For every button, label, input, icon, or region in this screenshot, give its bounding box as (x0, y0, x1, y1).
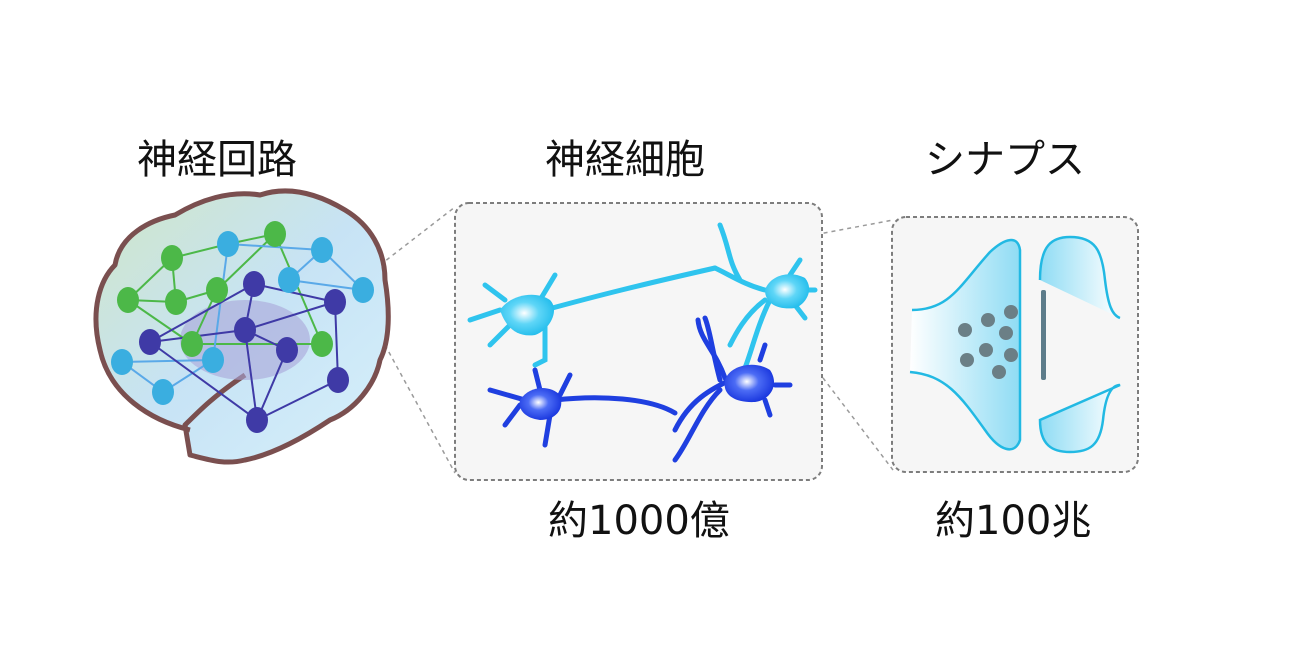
title-synapse: シナプス (925, 137, 1085, 183)
synapse-panel (891, 216, 1139, 473)
neuron-light-1 (467, 265, 718, 368)
synapse-count: 約100兆 (935, 498, 1092, 544)
circuit-nodes (111, 221, 374, 433)
synaptic-vesicles (958, 305, 1018, 379)
receptor-zone (1041, 290, 1046, 380)
title-neural-circuit: 神経回路 (137, 137, 297, 183)
presynaptic-terminal (909, 238, 1022, 451)
brain-circuit-illustration (93, 188, 391, 465)
neuron-count: 約1000億 (548, 498, 730, 544)
neuron-dark-1 (487, 367, 678, 448)
neuron-panel (454, 202, 823, 481)
neuron-dark-2 (672, 315, 793, 463)
title-neuron: 神経細胞 (545, 137, 705, 183)
postsynaptic-terminal (1038, 235, 1121, 454)
